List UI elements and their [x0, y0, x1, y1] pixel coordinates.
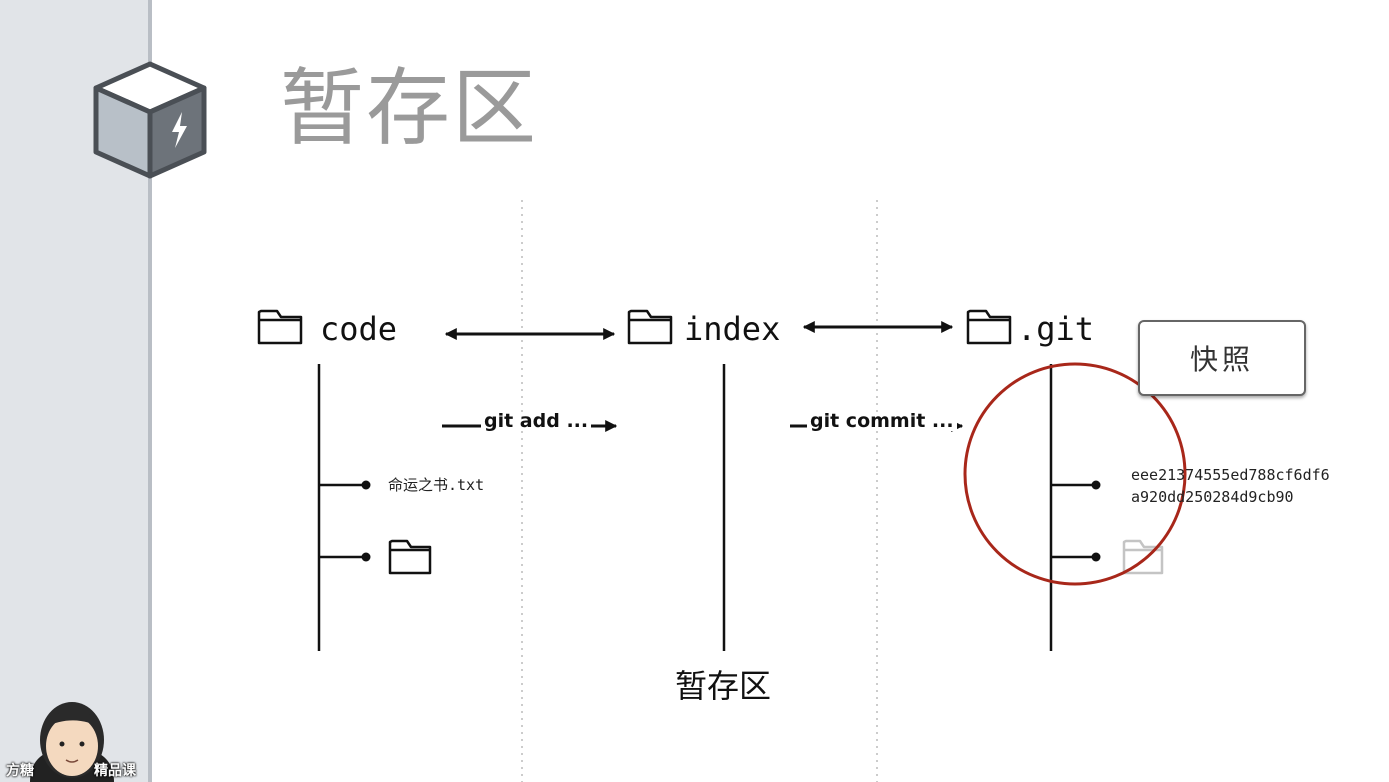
file-name-label: 命运之书.txt [388, 476, 485, 494]
staging-area-label: 暂存区 [675, 667, 772, 705]
git-branch-blob [1051, 480, 1101, 490]
index-column-label: index [684, 310, 781, 348]
hash-line-1: eee21374555ed788cf6df6 [1131, 466, 1330, 484]
presenter-avatar [30, 702, 114, 782]
snapshot-label: 快照 [1189, 343, 1254, 376]
brand-left-text: 方糖 [6, 763, 34, 779]
code-branch-file [319, 480, 371, 490]
folder-icon [627, 309, 673, 345]
hash-line-2: a920dd250284d9cb90 [1131, 488, 1294, 506]
git-branch-tree [1051, 552, 1101, 562]
snapshot-callout: 快照 [1138, 320, 1306, 396]
code-branch-folder [319, 552, 371, 562]
git-column-label: .git [1017, 310, 1095, 348]
git-add-label: git add ... [481, 412, 592, 431]
code-column-label: code [320, 310, 398, 348]
snapshot-highlight-circle [963, 362, 1187, 586]
folder-icon [388, 539, 432, 575]
sidebar-divider [148, 0, 152, 782]
folder-icon [966, 309, 1012, 345]
folder-icon [257, 309, 303, 345]
slide-title: 暂存区 [280, 59, 539, 157]
brand-right-text: 精品课 [94, 763, 136, 779]
git-commit-label: git commit ... [807, 412, 957, 431]
logo-cube-icon [93, 61, 207, 179]
